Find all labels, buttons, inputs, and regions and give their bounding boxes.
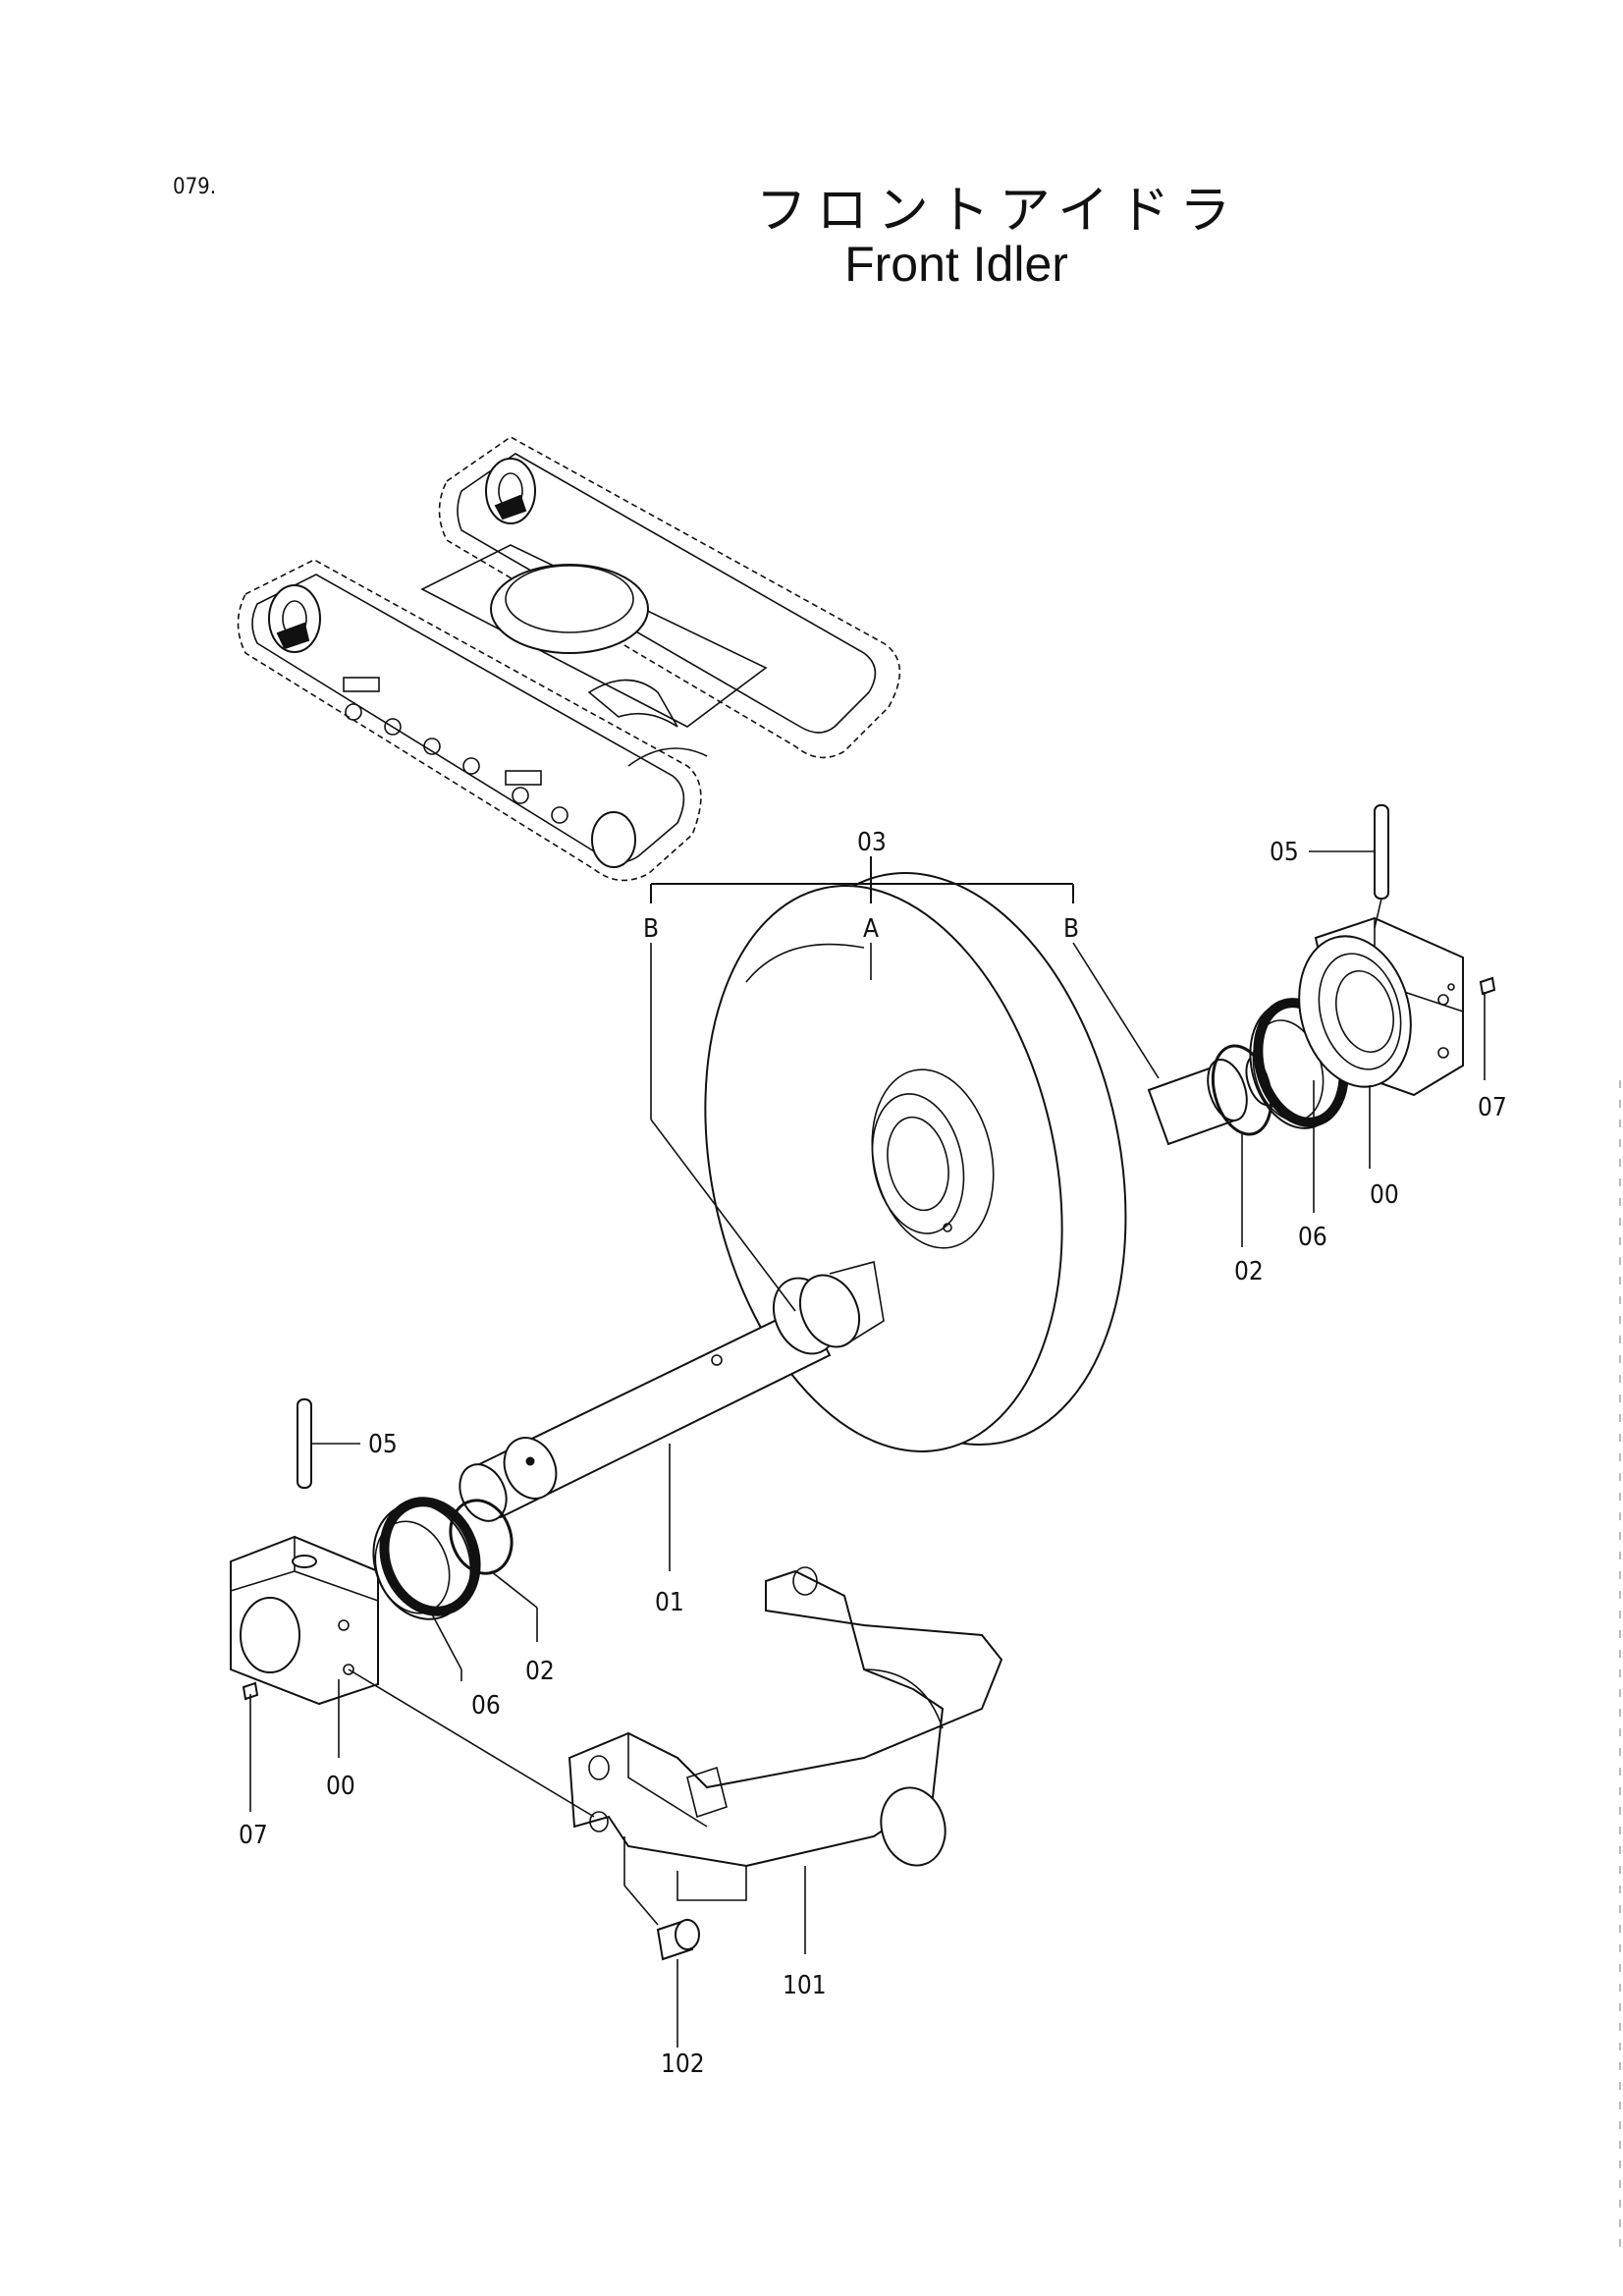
right-o-ring-02 (1211, 1044, 1273, 1136)
label-07-left: 07 (239, 1821, 268, 1850)
label-00-right: 00 (1370, 1180, 1399, 1210)
label-A: A (863, 914, 879, 944)
callout-labels: 03 A B B 05 07 00 06 02 05 06 02 01 07 0… (239, 828, 1507, 2079)
label-B-left: B (643, 914, 659, 944)
idler-yoke-101 (568, 1566, 1003, 1901)
label-07-right: 07 (1478, 1093, 1507, 1122)
left-floating-seal-06 (372, 1497, 481, 1620)
left-bracket-00 (230, 1535, 379, 1706)
label-102: 102 (661, 2050, 705, 2079)
page-number: 079. (173, 175, 217, 199)
label-101: 101 (783, 1971, 827, 2000)
left-grease-fitting-07 (242, 1681, 259, 1701)
left-o-ring-02 (449, 1499, 514, 1575)
left-pin-05 (297, 1398, 312, 1489)
title-english: Front Idler (844, 237, 1068, 292)
label-00-left: 00 (326, 1772, 355, 1801)
title-japanese: フロントアイドラ (755, 182, 1241, 241)
undercarriage-overview (237, 436, 901, 882)
leader-lines (249, 850, 1486, 2048)
right-pin-05 (1374, 804, 1389, 929)
right-grease-fitting-07 (1479, 976, 1496, 996)
label-B-right: B (1063, 914, 1079, 944)
label-05-left: 05 (368, 1430, 398, 1459)
label-05-right: 05 (1270, 838, 1299, 867)
label-02-left: 02 (525, 1657, 555, 1686)
label-03: 03 (857, 828, 887, 857)
right-bracket-00 (1298, 916, 1464, 1097)
label-01: 01 (655, 1588, 684, 1617)
scan-edge-mark (1619, 1080, 1621, 2259)
label-06-left: 06 (471, 1691, 501, 1721)
label-02-right: 02 (1234, 1257, 1264, 1286)
bolt-102 (656, 1918, 700, 1961)
label-06-right: 06 (1298, 1223, 1327, 1252)
